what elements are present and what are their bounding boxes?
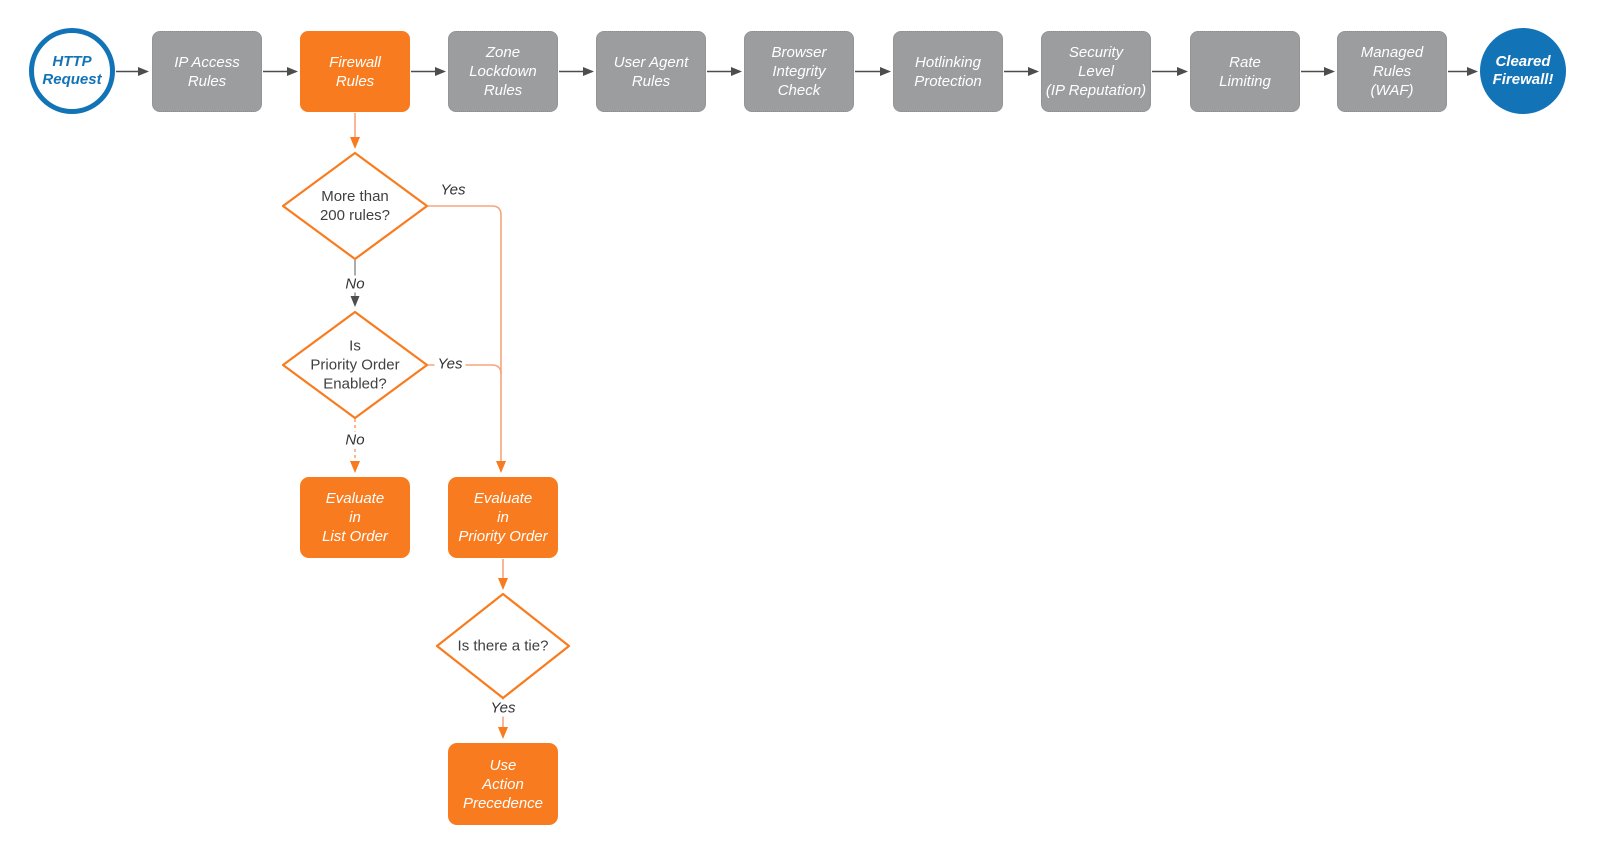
edge-label-yes-tie: Yes — [487, 699, 519, 717]
branch-wires — [350, 113, 508, 739]
diamond-more-than-200-rules — [281, 151, 429, 261]
node-cleared-firewall: Cleared Firewall! — [1480, 28, 1566, 114]
node-zone-lockdown-rules: Zone Lockdown Rules — [448, 31, 558, 112]
decision-is-there-a-tie-label: Is there a tie? — [457, 637, 549, 655]
decision-more-than-200-rules-label: More than 200 rules? — [319, 188, 391, 224]
action-evaluate-in-priority-order: Evaluate in Priority Order — [448, 477, 558, 558]
action-evaluate-in-list-order: Evaluate in List Order — [300, 477, 410, 558]
node-browser-integrity-check: Browser Integrity Check — [744, 31, 854, 112]
edge-label-yes-priority-enabled: Yes — [434, 355, 466, 373]
decision-diamonds — [281, 151, 571, 700]
edge-label-yes-more-than-200: Yes — [437, 181, 469, 199]
node-user-agent-rules: User Agent Rules — [596, 31, 706, 112]
node-ip-access-rules: IP Access Rules — [152, 31, 262, 112]
node-http-request: HTTP Request — [29, 28, 115, 114]
edge-label-no-more-than-200: No — [342, 275, 368, 293]
diamond-priority-order-enabled — [281, 310, 429, 420]
node-firewall-rules: Firewall Rules — [300, 31, 410, 112]
edge-label-no-priority-enabled: No — [342, 431, 368, 449]
node-hotlinking-protection: Hotlinking Protection — [893, 31, 1003, 112]
node-security-level: Security Level (IP Reputation) — [1041, 31, 1151, 112]
diamond-is-there-a-tie — [435, 592, 571, 700]
decision-priority-order-enabled-label: Is Priority Order Enabled? — [310, 337, 400, 393]
action-use-action-precedence: Use Action Precedence — [448, 743, 558, 825]
node-rate-limiting: Rate Limiting — [1190, 31, 1300, 112]
node-managed-rules-waf: Managed Rules (WAF) — [1337, 31, 1447, 112]
